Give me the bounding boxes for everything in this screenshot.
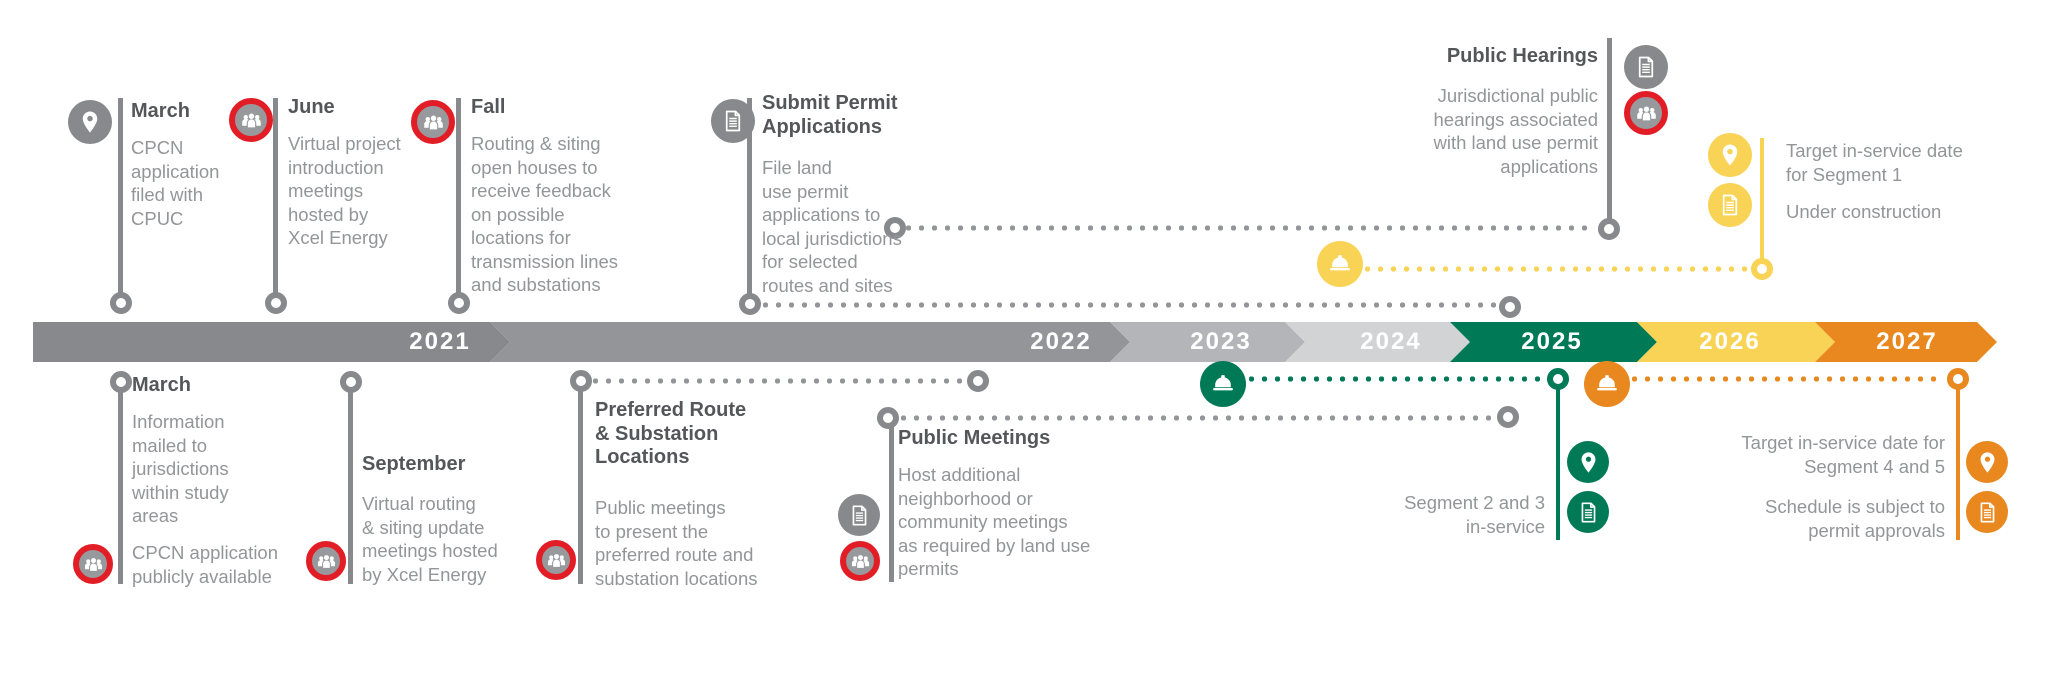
hard-hat-icon xyxy=(1584,361,1630,407)
node-preferred-route xyxy=(570,370,592,392)
people-group-icon xyxy=(73,544,113,584)
document-icon xyxy=(1567,491,1609,533)
stem-fall xyxy=(456,98,461,294)
node-submit-line-end xyxy=(1499,296,1521,318)
dotted-line-segment45 xyxy=(1631,376,1944,382)
milestone-title-preferred-route: Preferred Route & Substation Locations xyxy=(595,399,747,468)
node-hearings-line-start xyxy=(884,217,906,239)
stem-segment1 xyxy=(1760,138,1764,260)
timeline-segment-2022 xyxy=(490,322,1130,362)
node-public-hearings xyxy=(1598,218,1620,240)
milestone-title-submit-permit: Submit Permit Applications xyxy=(762,92,898,138)
milestone-title-march-top: March xyxy=(131,100,190,122)
milestone-title-september: September xyxy=(362,453,466,475)
timeline-segment-2023 xyxy=(1110,322,1305,362)
callout-segment1-target: Target in-service date for Segment 1 xyxy=(1786,140,1963,185)
location-pin-icon xyxy=(68,100,112,144)
people-group-icon xyxy=(306,541,346,581)
stem-preferred-route xyxy=(578,390,583,584)
node-preferred-line-end xyxy=(967,370,989,392)
node-public-meetings xyxy=(877,407,899,429)
dotted-line-segment23 xyxy=(1248,376,1544,382)
people-group-icon xyxy=(1624,91,1668,135)
year-label-2025: 2025 xyxy=(1521,328,1583,355)
stem-segment45 xyxy=(1956,388,1960,540)
people-group-icon xyxy=(536,540,576,580)
milestone-body2-march-bottom: CPCN application publicly available xyxy=(132,542,279,587)
node-submit-permit xyxy=(739,293,761,315)
stem-march-top xyxy=(118,98,123,294)
timeline-segment-2021 xyxy=(33,322,510,362)
milestone-body-march-bottom: Information mailed to jurisdictions with… xyxy=(132,411,229,526)
stem-june xyxy=(273,98,278,294)
milestone-body-public-hearings: Jurisdictional public hearings associate… xyxy=(1433,85,1598,177)
stem-segment23 xyxy=(1556,388,1560,540)
hard-hat-icon xyxy=(1317,241,1363,287)
year-label-2023: 2023 xyxy=(1190,328,1252,355)
location-pin-icon xyxy=(1708,133,1752,177)
document-icon xyxy=(1624,45,1668,89)
location-pin-icon xyxy=(1567,441,1609,483)
callout-segment45-target: Target in-service date for Segment 4 and… xyxy=(1741,432,1945,477)
dotted-line-submit-permit xyxy=(762,302,1496,308)
timeline-segment-2024 xyxy=(1285,322,1470,362)
document-icon xyxy=(711,99,755,143)
timeline-segment-2025 xyxy=(1450,322,1657,362)
stem-march-bottom xyxy=(118,391,123,584)
milestone-title-public-hearings: Public Hearings xyxy=(1446,45,1598,67)
node-june xyxy=(265,292,287,314)
dotted-line-public-hearings xyxy=(905,225,1595,231)
year-label-2022: 2022 xyxy=(1030,328,1092,355)
timeline-segment-2026 xyxy=(1637,322,1835,362)
year-label-2026: 2026 xyxy=(1699,328,1761,355)
milestone-title-june: June xyxy=(288,96,335,118)
dotted-line-public-meetings xyxy=(900,415,1494,421)
stem-public-hearings xyxy=(1607,38,1612,220)
people-group-icon xyxy=(411,100,455,144)
document-icon xyxy=(838,494,880,536)
milestone-body-preferred-route: Public meetings to present the preferred… xyxy=(595,497,758,589)
node-september xyxy=(340,371,362,393)
node-segment1 xyxy=(1751,258,1773,280)
milestone-title-fall: Fall xyxy=(471,96,506,118)
node-segment45 xyxy=(1947,368,1969,390)
milestone-title-march-bottom: March xyxy=(132,374,191,396)
people-group-icon xyxy=(840,541,880,581)
timeline-segment-2027 xyxy=(1815,322,1997,362)
year-label-2021: 2021 xyxy=(409,328,471,355)
node-meetings-line-end xyxy=(1497,406,1519,428)
document-icon xyxy=(1708,183,1752,227)
stem-september xyxy=(348,391,353,584)
document-icon xyxy=(1966,491,2008,533)
year-label-2027: 2027 xyxy=(1876,328,1938,355)
location-pin-icon xyxy=(1966,441,2008,483)
node-fall xyxy=(448,292,470,314)
milestone-body-march-top: CPCN application filed with CPUC xyxy=(131,137,220,229)
milestone-body-submit-permit: File land use permit applications to loc… xyxy=(762,157,902,296)
stem-submit-permit xyxy=(747,98,752,295)
milestone-body-september: Virtual routing & siting update meetings… xyxy=(362,493,498,585)
callout-segment23: Segment 2 and 3 in-service xyxy=(1404,492,1545,537)
node-march-top xyxy=(110,292,132,314)
callout-segment45-note: Schedule is subject to permit approvals xyxy=(1765,496,1945,541)
people-group-icon xyxy=(229,98,273,142)
milestone-body-public-meetings: Host additional neighborhood or communit… xyxy=(898,464,1091,579)
callout-segment1-status: Under construction xyxy=(1786,201,1942,222)
dotted-line-segment1 xyxy=(1364,266,1748,272)
dotted-line-preferred-route xyxy=(592,378,964,384)
year-label-2024: 2024 xyxy=(1360,328,1422,355)
milestone-body-fall: Routing & siting open houses to receive … xyxy=(471,133,619,295)
stem-public-meetings xyxy=(889,427,894,582)
hard-hat-icon xyxy=(1200,361,1246,407)
node-segment23 xyxy=(1547,368,1569,390)
node-march-bottom xyxy=(110,371,132,393)
milestone-body-june: Virtual project introduction meetings ho… xyxy=(288,133,401,248)
milestone-title-public-meetings: Public Meetings xyxy=(898,427,1051,449)
